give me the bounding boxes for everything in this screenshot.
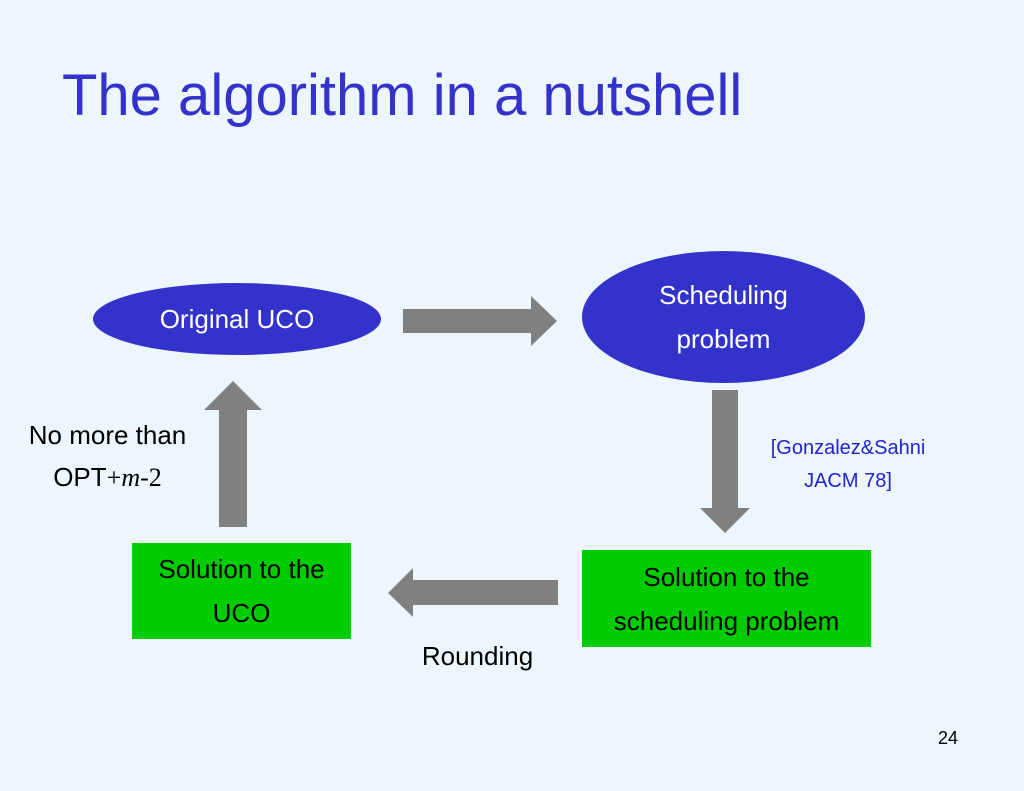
citation-label: [Gonzalez&Sahni JACM 78] bbox=[748, 432, 948, 498]
original-uco-label: Original UCO bbox=[159, 304, 315, 334]
solution-scheduling-node: Solution to the scheduling problem bbox=[582, 550, 871, 647]
bound-label: No more than OPT+m-2 bbox=[5, 414, 210, 499]
solution-uco-node: Solution to the UCO bbox=[132, 543, 351, 639]
bound-plus: + bbox=[106, 463, 122, 492]
bound-line1: No more than bbox=[28, 420, 187, 450]
scheduling-problem-line2: problem bbox=[676, 324, 771, 354]
bound-minus2: -2 bbox=[140, 463, 162, 492]
bound-m: m bbox=[121, 463, 141, 492]
solution-scheduling-line2: scheduling problem bbox=[613, 605, 840, 636]
citation-line1: [Gonzalez&Sahni bbox=[770, 437, 926, 459]
solution-uco-line2: UCO bbox=[212, 598, 271, 628]
citation-line2: JACM 78] bbox=[804, 470, 892, 492]
original-uco-node: Original UCO bbox=[93, 283, 381, 355]
arrow-down bbox=[700, 390, 750, 533]
page-number: 24 bbox=[938, 728, 959, 748]
arrow-right bbox=[403, 296, 557, 346]
solution-uco-line1: Solution to the bbox=[158, 554, 325, 584]
slide-title: The algorithm in a nutshell bbox=[62, 63, 743, 128]
arrow-up bbox=[204, 381, 262, 527]
scheduling-problem-line1: Scheduling bbox=[659, 280, 788, 310]
bound-opt: OPT bbox=[53, 462, 107, 492]
solution-scheduling-line1: Solution to the bbox=[643, 561, 810, 592]
arrow-left bbox=[388, 568, 558, 617]
rounding-label: Rounding bbox=[421, 641, 534, 671]
bound-line2: OPT+m-2 bbox=[5, 456, 210, 499]
scheduling-problem-node: Scheduling problem bbox=[582, 251, 865, 383]
